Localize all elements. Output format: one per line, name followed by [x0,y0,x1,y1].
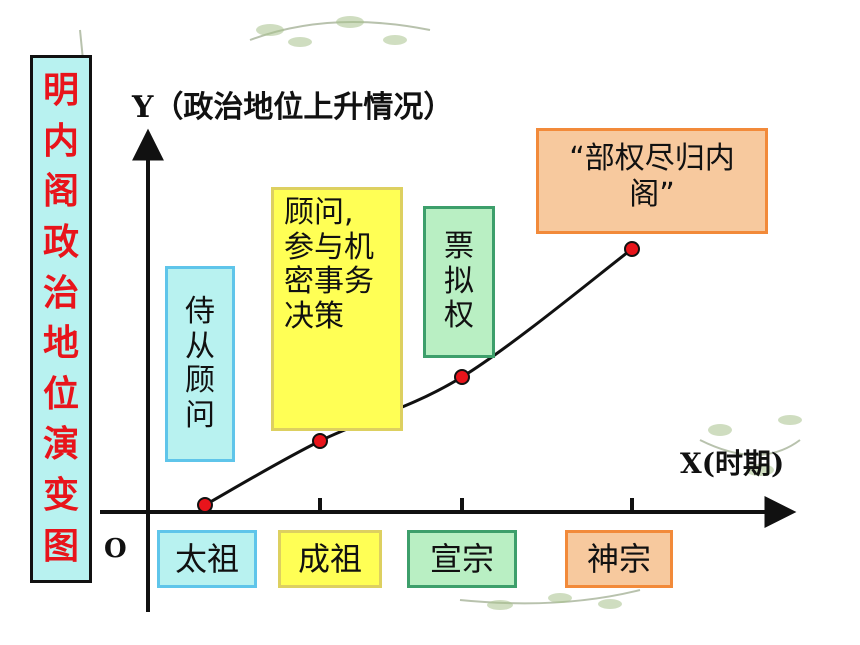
annotation-xuanzong-char: 拟 [444,263,474,299]
annotation-taizu-char: 顾 [185,363,215,398]
title-char: 内 [42,120,79,162]
annotation-xuanzong: 票拟权 [423,206,495,358]
data-point-神宗 [624,241,640,257]
annotation-chengzu-text: 顾问, 参与机密事务决策 [284,195,374,334]
x-axis-label: X(时期) [680,447,785,480]
title-char: 明 [42,70,79,112]
y-axis-label: Y（政治地位上升情况） [132,90,454,125]
title-char: 治 [42,272,79,314]
title-char: 变 [42,475,79,517]
chart-title: 明内阁政治地位演变图 [30,55,92,583]
annotation-taizu-char: 从 [185,328,215,364]
title-char: 政 [42,222,79,264]
category-xuanzong: 宣宗 [407,530,517,588]
annotation-shenzong-text: “部权尽归内阁” [569,141,735,212]
category-chengzu: 成祖 [278,530,382,588]
category-shenzong: 神宗 [565,530,673,588]
data-point-成祖 [312,433,328,449]
annotation-xuanzong-char: 票 [444,229,474,265]
data-point-太祖 [197,497,213,513]
annotation-taizu-char: 问 [185,397,215,433]
origin-label: O [104,534,127,564]
annotation-chengzu: 顾问, 参与机密事务决策 [271,187,403,431]
data-point-宣宗 [454,369,470,385]
annotation-taizu-char: 侍 [185,294,215,329]
annotation-xuanzong-char: 权 [444,298,474,334]
category-taizu: 太祖 [157,530,257,588]
title-char: 地 [42,323,79,365]
annotation-shenzong: “部权尽归内阁” [536,128,768,234]
title-char: 阁 [42,171,79,213]
series-line [204,247,633,507]
title-char: 图 [42,525,79,567]
annotation-taizu: 侍从顾问 [165,266,235,462]
title-char: 位 [42,373,79,415]
title-char: 演 [42,424,79,466]
